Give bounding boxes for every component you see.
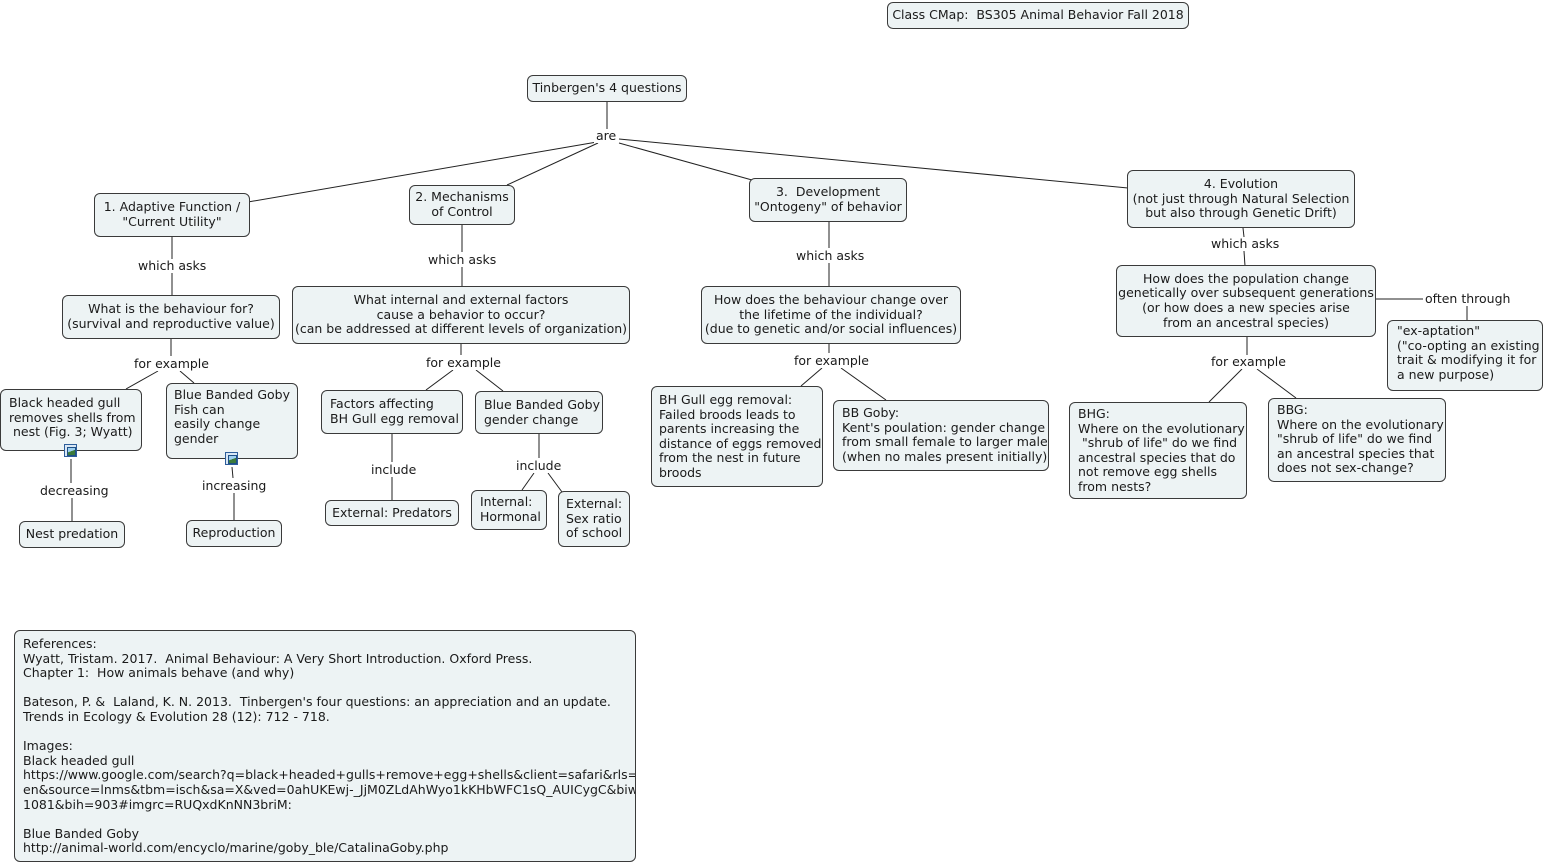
concept-population-change[interactable]: How does the population change genetical… [1116,265,1376,337]
concept-nest-predation[interactable]: Nest predation [19,521,125,548]
link-which-asks-3: which asks [794,248,867,263]
concept-development[interactable]: 3. Development "Ontogeny" of behavior [749,178,907,222]
link-for-example-2: for example [424,355,503,370]
concept-behaviour-change-lifetime[interactable]: How does the behaviour change over the l… [701,286,961,344]
link-often-through: often through [1423,291,1513,306]
example-factors-egg-removal[interactable]: Factors affecting BH Gull egg removal [321,390,463,434]
link-include-2: include [514,458,564,473]
concept-behaviour-for[interactable]: What is the behaviour for? (survival and… [62,295,280,339]
image-icon[interactable] [225,452,238,465]
concept-mechanisms[interactable]: 2. Mechanisms of Control [409,185,515,225]
link-for-example-3: for example [792,353,871,368]
references-box: References: Wyatt, Tristam. 2017. Animal… [14,630,636,862]
concept-evolution[interactable]: 4. Evolution (not just through Natural S… [1127,170,1355,228]
example-goby-gender-change[interactable]: Blue Banded Goby gender change [475,391,603,434]
link-decreasing: decreasing [38,483,111,498]
concept-adaptive-function[interactable]: 1. Adaptive Function / "Current Utility" [94,193,250,237]
link-increasing: increasing [200,478,269,493]
example-bbg-shrub-of-life[interactable]: BBG: Where on the evolutionary "shrub of… [1268,398,1446,482]
concept-external-predators[interactable]: External: Predators [325,500,459,526]
root-concept[interactable]: Tinbergen's 4 questions [527,75,687,102]
concept-internal-external-factors[interactable]: What internal and external factors cause… [292,286,630,344]
link-which-asks-4: which asks [1209,236,1282,251]
link-which-asks-2: which asks [426,252,499,267]
example-bb-goby-kents-population[interactable]: BB Goby: Kent's poulation: gender change… [833,400,1049,471]
link-for-example-4: for example [1209,354,1288,369]
example-black-headed-gull[interactable]: Black headed gull removes shells from ne… [0,389,142,451]
concept-internal-hormonal[interactable]: Internal: Hormonal [471,490,547,530]
link-include-1: include [369,462,419,477]
image-icon[interactable] [64,444,77,457]
example-bh-gull-failed-broods[interactable]: BH Gull egg removal: Failed broods leads… [651,386,823,487]
concept-external-sex-ratio[interactable]: External: Sex ratio of school [558,491,630,547]
concept-reproduction[interactable]: Reproduction [186,520,282,547]
map-title: Class CMap: BS305 Animal Behavior Fall 2… [887,2,1189,29]
example-blue-banded-goby[interactable]: Blue Banded Goby Fish can easily change … [166,383,298,459]
link-are: are [594,128,619,143]
example-bhg-shrub-of-life[interactable]: BHG: Where on the evolutionary "shrub of… [1069,402,1247,499]
link-for-example-1: for example [132,356,211,371]
link-which-asks-1: which asks [136,258,209,273]
concept-exaptation[interactable]: "ex-aptation" ("co-opting an existing tr… [1387,320,1543,391]
